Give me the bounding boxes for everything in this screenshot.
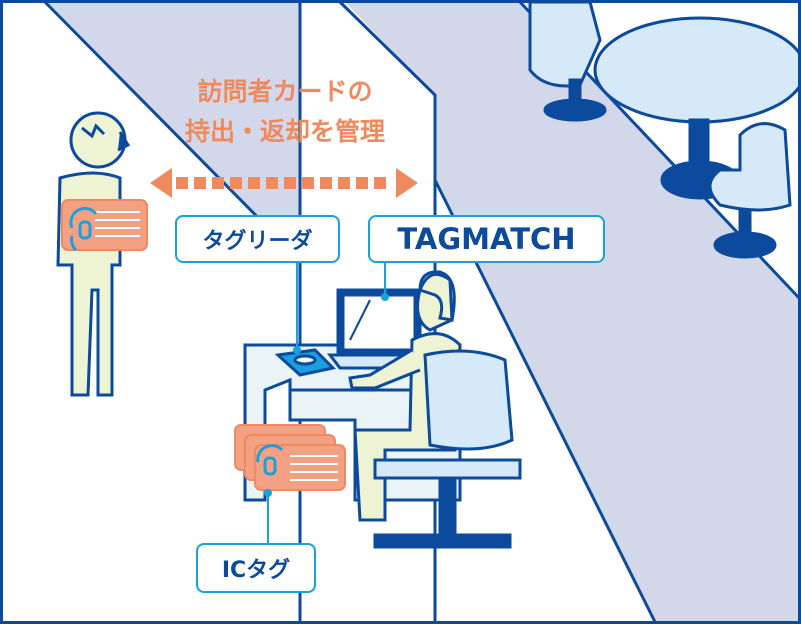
ic-tags-stack: [234, 424, 346, 491]
office-chair: [373, 349, 522, 549]
meeting-table: [528, 0, 801, 259]
tagmatch-label: TAGMATCH: [368, 215, 605, 263]
ic-tag-label: ICタグ: [196, 543, 316, 593]
tag-reader-label: タグリーダ: [175, 215, 340, 263]
visitor-figure: [56, 111, 131, 397]
double-arrow: [150, 168, 418, 198]
headline-line2: 持出・返却を管理: [184, 117, 385, 146]
leader-lines: [264, 262, 389, 543]
visitor-card: [61, 199, 148, 252]
headline-line1: 訪問者カードの: [197, 77, 373, 106]
headline: 訪問者カードの 持出・返却を管理: [150, 72, 420, 152]
